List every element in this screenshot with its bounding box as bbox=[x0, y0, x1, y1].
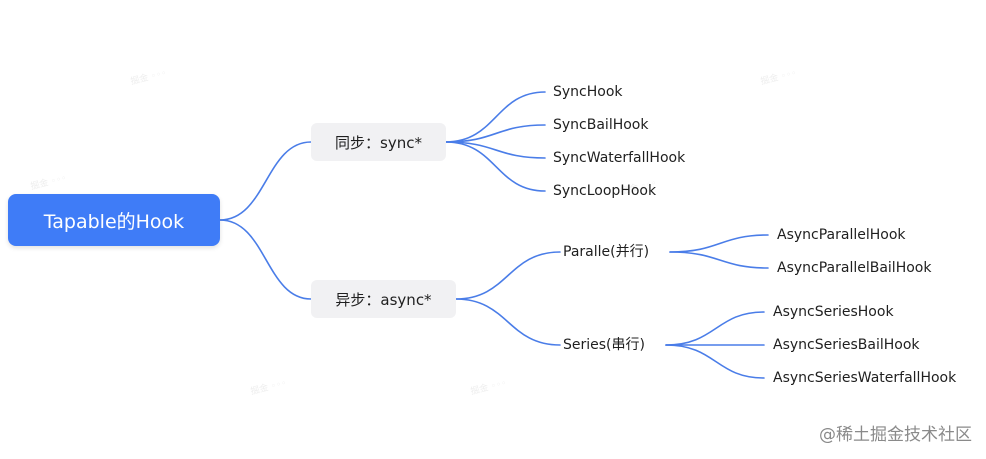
connector-root-sync bbox=[219, 141, 312, 221]
connector-async-parallel bbox=[455, 251, 561, 300]
root-node[interactable]: Tapable的Hook bbox=[8, 194, 220, 246]
connector-root-async bbox=[219, 219, 312, 300]
sync-hook-leaf[interactable]: SyncLoopHook bbox=[553, 183, 657, 199]
sync-branch-node[interactable]: 同步：sync* bbox=[311, 123, 446, 161]
series-hook-leaf[interactable]: AsyncSeriesWaterfallHook bbox=[773, 370, 957, 386]
connector-sync-3 bbox=[445, 141, 546, 159]
connector-sync-2 bbox=[445, 124, 546, 143]
sync-hook-leaf[interactable]: SyncBailHook bbox=[553, 117, 649, 133]
parallel-hook-leaf[interactable]: AsyncParallelBailHook bbox=[777, 260, 932, 276]
series-hook-leaf[interactable]: AsyncSeriesBailHook bbox=[773, 337, 920, 353]
connector-async-series bbox=[455, 298, 561, 346]
parallel-hook-leaf[interactable]: AsyncParallelHook bbox=[777, 227, 906, 243]
connector-parallel-2 bbox=[669, 251, 769, 269]
sync-hook-leaf[interactable]: SyncHook bbox=[553, 84, 623, 100]
connector-series-3 bbox=[665, 344, 765, 379]
connector-sync-1 bbox=[445, 91, 546, 143]
series-hook-leaf[interactable]: AsyncSeriesHook bbox=[773, 304, 894, 320]
connector-sync-4 bbox=[445, 141, 546, 192]
connector-parallel-1 bbox=[669, 234, 769, 253]
sync-hook-leaf[interactable]: SyncWaterfallHook bbox=[553, 150, 686, 166]
parallel-subgroup-node[interactable]: Paralle(并行) bbox=[563, 244, 650, 260]
async-branch-node[interactable]: 异步：async* bbox=[311, 280, 456, 318]
connector-series-1 bbox=[665, 311, 765, 346]
series-subgroup-node[interactable]: Series(串行) bbox=[563, 337, 645, 353]
site-watermark: @稀土掘金技术社区 bbox=[819, 425, 972, 445]
